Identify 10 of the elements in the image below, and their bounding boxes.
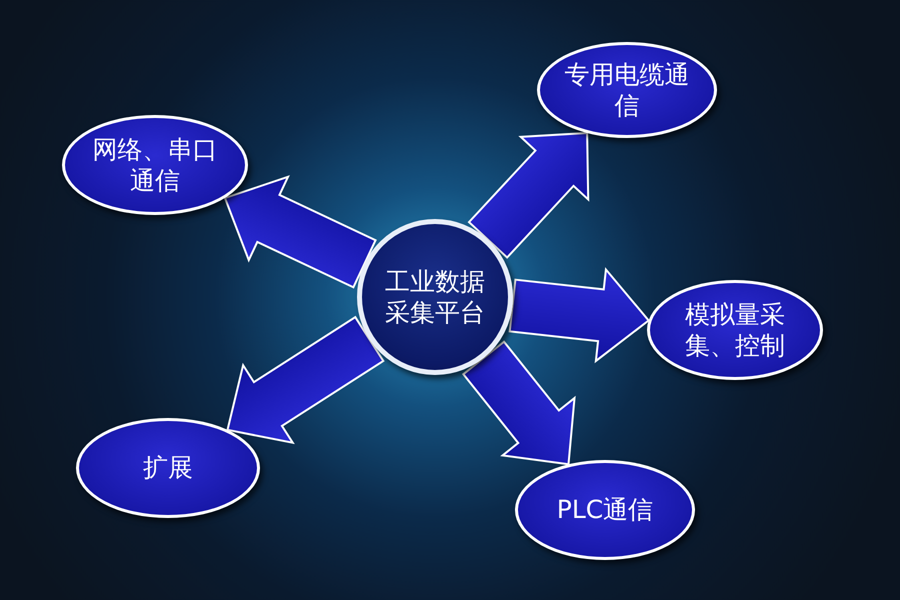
topic-ellipse: 网络、串口通信 bbox=[62, 115, 248, 215]
block-arrow bbox=[508, 267, 650, 364]
topic-ellipse: PLC通信 bbox=[515, 460, 695, 560]
block-arrow bbox=[468, 132, 590, 259]
topic-ellipse: 扩展 bbox=[76, 418, 260, 518]
topic-ellipse: 专用电缆通信 bbox=[537, 42, 717, 138]
block-arrow bbox=[224, 175, 377, 289]
block-arrow bbox=[226, 316, 385, 444]
block-arrow bbox=[462, 340, 576, 466]
topic-ellipse: 模拟量采集、控制 bbox=[647, 280, 823, 380]
